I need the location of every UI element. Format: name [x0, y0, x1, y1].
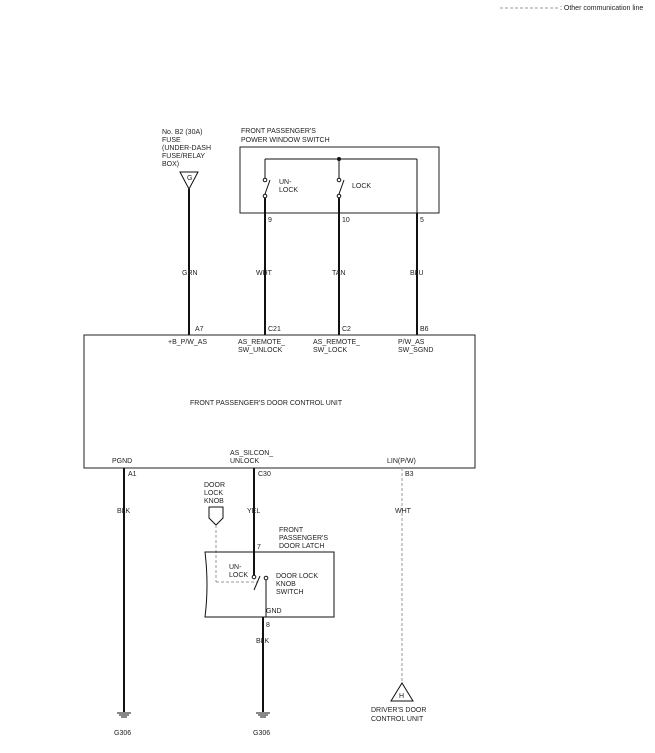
window-switch-title-1: FRONT PASSENGER'S	[241, 128, 316, 135]
knob-symbol	[208, 506, 224, 526]
legend-label: : Other communication line	[560, 5, 643, 12]
latch-gnd-label: GND	[266, 608, 282, 615]
control-unit-title: FRONT PASSENGER'S DOOR CONTROL UNIT	[190, 400, 343, 407]
drivers-unit-triangle	[390, 682, 414, 702]
pin-c2-name-2: SW_LOCK	[313, 347, 348, 354]
latch-switch-label-1: DOOR LOCK	[276, 573, 318, 580]
lock-label: LOCK	[352, 183, 371, 190]
pin-a7-name: +B_P/W_AS	[168, 339, 207, 346]
latch-pin-7: 7	[257, 544, 261, 551]
fuse-desc-1: FUSE	[162, 137, 181, 144]
lin-wire-color: WHT	[395, 508, 412, 515]
fuse-desc-2: (UNDER-DASH	[162, 145, 211, 152]
latch-title-1: FRONT	[279, 527, 304, 534]
fuse-connector-triangle	[179, 171, 199, 191]
door-control-unit: A7 +B_P/W_AS C21 AS_REMOTE_ SW_UNLOCK C2…	[83, 326, 476, 478]
pin-b3-name: LIN(P/W)	[387, 458, 416, 465]
pin-a7: A7	[195, 326, 204, 333]
door-lock-knob: DOOR LOCK KNOB	[204, 482, 258, 583]
pin-c30-name-2: UNLOCK	[230, 458, 260, 465]
unlock-switch-contact-top	[262, 177, 268, 183]
pin-b6: B6	[420, 326, 429, 333]
latch-switch-label-2: KNOB	[276, 581, 296, 588]
control-unit-box	[83, 334, 476, 469]
ground-symbol-right	[256, 712, 270, 718]
unlock-switch-blade	[264, 179, 271, 195]
unlock-wire-color: WHT	[256, 270, 273, 277]
latch-pin-8: 8	[266, 622, 270, 629]
window-switch-title-2: POWER WINDOW SWITCH	[241, 137, 330, 144]
latch-title-3: DOOR LATCH	[279, 543, 324, 550]
fuse-name: No. B2 (30A)	[162, 129, 202, 136]
drivers-unit-terminal: H	[399, 693, 404, 700]
fuse-block: No. B2 (30A) FUSE (UNDER-DASH FUSE/RELAY…	[162, 129, 211, 335]
latch-unlock-label-1: UN-	[229, 564, 242, 571]
ground-left-label: G306	[114, 730, 131, 737]
latch-gnd-wire-color: BLK	[256, 638, 270, 645]
drivers-unit-label-2: CONTROL UNIT	[371, 716, 424, 723]
knob-label-2: LOCK	[204, 490, 223, 497]
unlock-label-1: UN-	[279, 179, 292, 186]
power-window-switch: FRONT PASSENGER'S POWER WINDOW SWITCH UN…	[239, 128, 440, 224]
lock-switch-contact-bottom	[336, 193, 342, 199]
latch-switch-blade	[253, 575, 261, 591]
latch-switch-label-3: SWITCH	[276, 589, 304, 596]
pin-c30: C30	[258, 471, 271, 478]
pin-c2: C2	[342, 326, 351, 333]
window-switch-pin-10: 10	[342, 217, 350, 224]
pin-c30-name-1: AS_SILCON_	[230, 450, 273, 457]
pgnd-wire-color: BLK	[117, 508, 131, 515]
silcon-wire-color: YEL	[247, 508, 260, 515]
pin-c21-name-2: SW_UNLOCK	[238, 347, 283, 354]
latch-switch-contact-top	[251, 574, 257, 580]
lock-switch-blade	[338, 179, 345, 195]
door-latch: FRONT PASSENGER'S DOOR LATCH 7 UN- LOCK …	[204, 527, 335, 629]
latch-unlock-label-2: LOCK	[229, 572, 248, 579]
ground-right-label: G306	[253, 730, 270, 737]
lock-wire-color: TAN	[332, 270, 345, 277]
pin-c2-name-1: AS_REMOTE_	[313, 339, 360, 346]
pin-b6-name-1: P/W_AS	[398, 339, 425, 346]
fuse-desc-3: FUSE/RELAY	[162, 153, 205, 160]
ground-symbol-left	[117, 712, 131, 718]
fuse-terminal-label: G	[187, 175, 192, 182]
pin-b6-name-2: SW_SGND	[398, 347, 433, 354]
fuse-desc-4: BOX)	[162, 161, 179, 168]
pin-a1-name: PGND	[112, 458, 132, 465]
sgnd-wire-color: BLU	[410, 270, 424, 277]
window-switch-pin-9: 9	[268, 217, 272, 224]
unlock-label-2: LOCK	[279, 187, 298, 194]
knob-label-3: KNOB	[204, 498, 224, 505]
latch-switch-contact-bottom	[263, 575, 269, 581]
pin-c21: C21	[268, 326, 281, 333]
pin-a1: A1	[128, 471, 137, 478]
fuse-wire-color: GRN	[182, 270, 198, 277]
latch-box	[204, 551, 335, 618]
pin-c21-name-1: AS_REMOTE_	[238, 339, 285, 346]
latch-title-2: PASSENGER'S	[279, 535, 328, 542]
lock-switch-contact-top	[336, 177, 342, 183]
unlock-switch-contact-bottom	[262, 193, 268, 199]
drivers-unit-label-1: DRIVER'S DOOR	[371, 707, 426, 714]
pin-b3: B3	[405, 471, 414, 478]
knob-label-1: DOOR	[204, 482, 225, 489]
window-switch-pin-5: 5	[420, 217, 424, 224]
